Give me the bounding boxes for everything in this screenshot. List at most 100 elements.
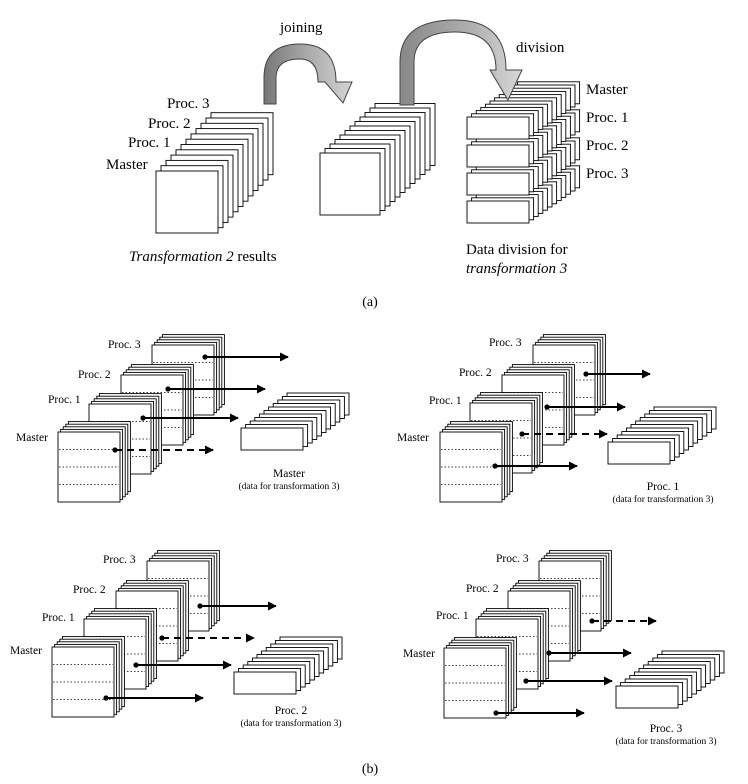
- transfer-arrow-1: [165, 384, 266, 394]
- joining-label: joining: [279, 20, 323, 36]
- sheet: [155, 170, 219, 234]
- sheet: [466, 116, 530, 140]
- target-stack: [607, 406, 717, 465]
- sheet: [319, 152, 381, 216]
- proc-stack-3: [51, 636, 125, 718]
- transfer-arrow-1: [544, 402, 626, 412]
- transfer-arrows: [112, 352, 289, 455]
- transfer-arrow-0: [197, 601, 277, 611]
- left-label-master: Master: [106, 157, 148, 173]
- joined-sheets: [319, 103, 436, 216]
- target-sublabel: (data for transformation 3): [615, 736, 716, 747]
- division-arrow: [399, 19, 523, 106]
- right-caption-line-1: Data division for: [466, 242, 568, 258]
- transfer-arrows: [493, 616, 657, 718]
- sheet: [607, 441, 671, 465]
- sheet: [466, 200, 530, 224]
- label-proc-1: Proc. 1: [429, 395, 462, 407]
- panel-proc-1: Proc. 3 Proc. 2 Proc. 1 Master Proc. 1 (…: [397, 334, 717, 505]
- label-proc-1: Proc. 1: [48, 394, 81, 406]
- target-stack: [240, 392, 350, 451]
- target-sheets: [615, 650, 725, 709]
- transfer-arrow-1: [159, 633, 255, 643]
- target-label: Master: [273, 468, 305, 480]
- left-label-proc-3: Proc. 3: [167, 96, 210, 112]
- transfer-arrow-2: [133, 660, 232, 670]
- sheet: [443, 647, 507, 719]
- left-label-proc-2: Proc. 2: [148, 116, 191, 132]
- proc-stack-3: [439, 421, 513, 503]
- sheet: [615, 685, 679, 709]
- right-label-proc-1: Proc. 1: [586, 110, 629, 126]
- left-caption-italic: Transformation 2: [129, 249, 234, 265]
- sheet: [466, 172, 530, 196]
- transfer-arrow-3: [493, 708, 585, 718]
- label-master: Master: [10, 645, 42, 657]
- label-master: Master: [397, 432, 429, 444]
- target-label: Proc. 3: [650, 723, 683, 735]
- proc-stacks: [439, 334, 606, 503]
- transfer-arrows: [492, 369, 651, 471]
- target-sublabel: (data for transformation 3): [238, 481, 339, 492]
- transfer-arrow-2: [523, 676, 613, 686]
- panel-label-a: (a): [362, 295, 378, 310]
- left-caption: Transformation 2 results: [129, 249, 277, 265]
- transfer-arrow-0: [589, 616, 657, 626]
- part-a: joining division Proc. 3 Proc. 2 Proc. 1…: [106, 19, 629, 310]
- left-label-proc-1: Proc. 1: [128, 135, 171, 151]
- sheet: [57, 431, 121, 503]
- right-label-proc-2: Proc. 2: [586, 138, 629, 154]
- label-proc-3: Proc. 3: [489, 337, 522, 349]
- panel-master: Proc. 3 Proc. 2 Proc. 1 Master Master (d…: [16, 334, 350, 503]
- transfer-arrow-1: [546, 648, 632, 658]
- joined-data-stack: [319, 103, 436, 216]
- division-band-3: [466, 81, 581, 140]
- transfer-arrow-2: [140, 413, 239, 423]
- label-proc-2: Proc. 2: [466, 583, 499, 595]
- sheet: [240, 427, 304, 451]
- label-proc-2: Proc. 2: [73, 584, 106, 596]
- proc-stack-3: [443, 637, 517, 719]
- right-caption-line-2: transformation 3: [466, 261, 567, 277]
- sheet: [51, 646, 115, 718]
- transfer-arrow-3: [112, 445, 214, 455]
- sheet: [466, 144, 530, 168]
- target-sublabel: (data for transformation 3): [612, 494, 713, 505]
- transfer-arrow-0: [583, 369, 651, 379]
- panel-label-b: (b): [362, 762, 379, 777]
- joining-arrow: [263, 43, 353, 105]
- proc-stacks: [51, 550, 220, 718]
- label-master: Master: [403, 648, 435, 660]
- sheet: [233, 671, 297, 695]
- division-stack: [466, 81, 581, 224]
- label-proc-1: Proc. 1: [436, 610, 469, 622]
- proc-stack-3: [57, 421, 131, 503]
- sheet: [439, 431, 503, 503]
- right-label-proc-3: Proc. 3: [586, 166, 629, 182]
- part-b: Proc. 3 Proc. 2 Proc. 1 Master Master (d…: [10, 334, 725, 777]
- panel-proc-3: Proc. 3 Proc. 2 Proc. 1 Master Proc. 3 (…: [403, 550, 725, 747]
- label-proc-3: Proc. 3: [103, 554, 136, 566]
- label-proc-2: Proc. 2: [78, 369, 111, 381]
- proc-stacks: [443, 550, 612, 719]
- transfer-arrow-2: [519, 429, 608, 439]
- target-stack: [233, 636, 343, 695]
- transformation-2-results-stack: [155, 112, 274, 234]
- target-sheets: [607, 406, 717, 465]
- transfer-arrow-3: [492, 461, 578, 471]
- proc-stacks: [57, 334, 225, 503]
- label-proc-2: Proc. 2: [459, 367, 492, 379]
- panel-proc-2: Proc. 3 Proc. 2 Proc. 1 Master Proc. 2 (…: [10, 550, 343, 729]
- target-sheets: [233, 636, 343, 695]
- target-sublabel: (data for transformation 3): [240, 718, 341, 729]
- label-proc-3: Proc. 3: [496, 553, 529, 565]
- left-caption-rest: results: [234, 249, 277, 265]
- target-label: Proc. 1: [647, 481, 680, 493]
- target-sheets: [240, 392, 350, 451]
- transfer-arrows: [103, 601, 277, 703]
- transfer-arrow-3: [103, 693, 204, 703]
- right-label-master: Master: [586, 82, 628, 98]
- target-stack: [615, 650, 725, 709]
- results-sheets: [155, 112, 274, 234]
